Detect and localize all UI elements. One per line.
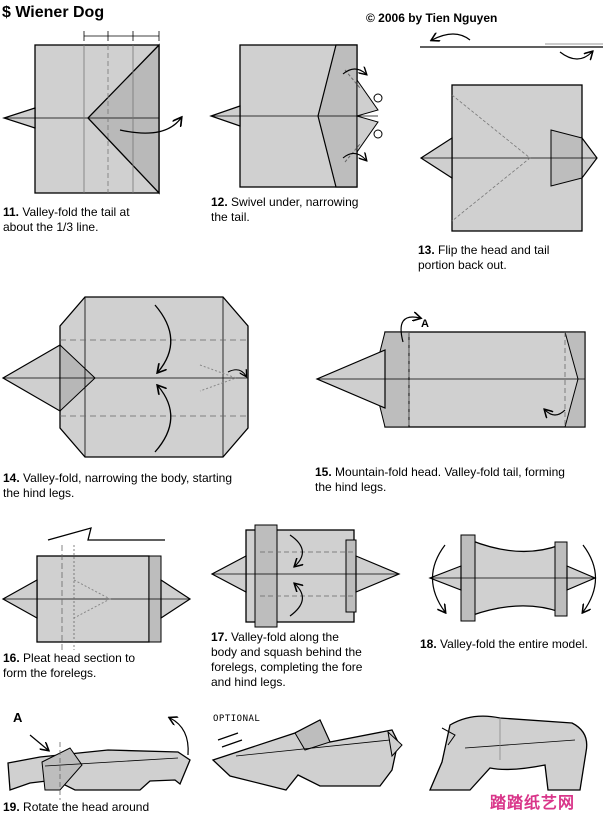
step-11-number: 11. [3, 205, 20, 219]
step-12-text: Swivel under, narrowing the tail. [211, 195, 359, 224]
step-19-text: Rotate the head around [23, 800, 150, 814]
step-19-number: 19. [3, 800, 20, 814]
step-16-text: Pleat head section to form the forelegs. [3, 651, 136, 680]
step-14-figure [1, 296, 249, 458]
page-title: $ Wiener Dog [2, 4, 105, 21]
step-19-letter-a: A [13, 710, 23, 725]
step-15-number: 15. [315, 465, 332, 479]
step-19-figure: A [7, 710, 191, 800]
optional-label: OPTIONAL [213, 714, 261, 724]
step-18-figure [428, 534, 597, 622]
step-13-caption: 13. Flip the head and tail portion back … [418, 243, 549, 273]
step-13-number: 13. [418, 243, 435, 257]
step-14-number: 14. [3, 471, 20, 485]
step-12-caption: 12. Swivel under, narrowing the tail. [211, 195, 358, 225]
step-16-figure [1, 527, 192, 650]
step-15-figure: A [315, 317, 586, 428]
step-14-text: Valley-fold, narrowing the body, startin… [3, 471, 233, 500]
step-18-caption: 18. Valley-fold the entire model. [420, 637, 588, 652]
step-11-figure [2, 31, 181, 195]
step-15-letter-a: A [421, 318, 429, 330]
step-17-number: 17. [211, 630, 228, 644]
step-16-caption: 16. Pleat head section to form the forel… [3, 651, 135, 681]
step-21-figure [429, 715, 588, 791]
step-17-text: Valley-fold along the body and squash be… [211, 630, 363, 689]
step-15-caption: 15. Mountain-fold head. Valley-fold tail… [315, 465, 565, 495]
step-17-figure [210, 524, 401, 628]
step-19-caption: 19. Rotate the head around [3, 800, 149, 815]
step-11-text: Valley-fold the tail at about the 1/3 li… [3, 205, 130, 234]
step-20-figure [211, 719, 403, 791]
step-11-caption: 11. Valley-fold the tail at about the 1/… [3, 205, 130, 235]
step-16-number: 16. [3, 651, 20, 665]
site-watermark: 踏踏纸艺网 [490, 795, 576, 812]
step-15-text: Mountain-fold head. Valley-fold tail, fo… [315, 465, 565, 494]
step-13-figure [419, 34, 603, 232]
step-14-caption: 14. Valley-fold, narrowing the body, sta… [3, 471, 232, 501]
step-18-number: 18. [420, 637, 437, 651]
step-13-text: Flip the head and tail portion back out. [418, 243, 550, 272]
step-12-figure [209, 44, 383, 188]
step-17-caption: 17. Valley-fold along the body and squas… [211, 630, 362, 690]
step-18-text: Valley-fold the entire model. [440, 637, 588, 651]
copyright-text: © 2006 by Tien Nguyen [366, 11, 498, 25]
step-12-number: 12. [211, 195, 228, 209]
